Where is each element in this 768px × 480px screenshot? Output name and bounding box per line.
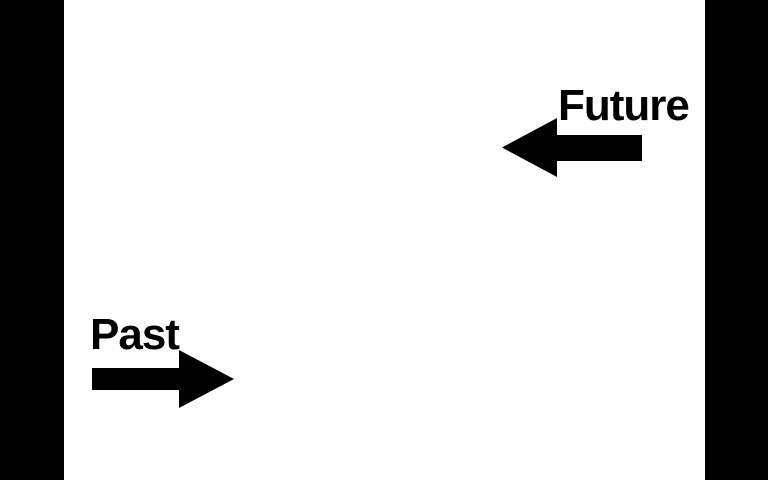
arrow-right-shape: [92, 350, 234, 408]
future-label: Future: [558, 81, 690, 130]
arrow-left-icon: [502, 118, 642, 177]
arrow-left-shape: [502, 118, 642, 177]
slide: Future Past: [64, 0, 705, 480]
arrow-right-icon: [92, 350, 234, 408]
past-label: Past: [90, 310, 180, 359]
